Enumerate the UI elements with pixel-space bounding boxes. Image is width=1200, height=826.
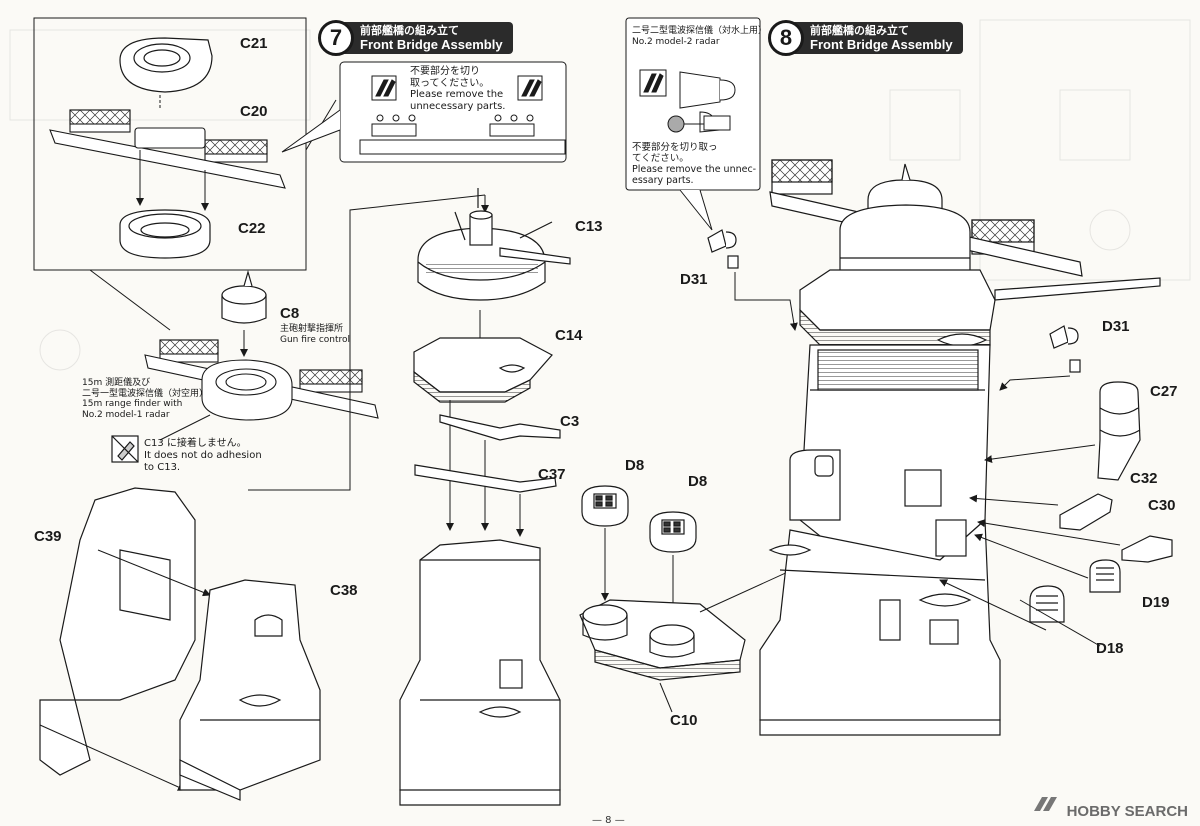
part-d8b-drawing xyxy=(649,511,697,553)
assembly-guide-line xyxy=(248,194,486,491)
step7-title-jp: 前部艦橋の組み立て xyxy=(360,24,459,37)
part-label-c8: C8 xyxy=(280,305,300,322)
part-label-c30: C30 xyxy=(1148,497,1176,514)
part-label-c13: C13 xyxy=(575,218,603,235)
watermark: HOBBY SEARCH xyxy=(1067,803,1188,820)
part-c39-drawing xyxy=(39,487,196,776)
part-c38-drawing xyxy=(179,579,321,801)
part-c3-drawing xyxy=(439,414,561,441)
step7-title-en: Front Bridge Assembly xyxy=(360,37,503,52)
part-c20-drawing xyxy=(49,109,286,189)
center-tower-drawing xyxy=(399,539,561,806)
note-radar-2: 二号二型電波探信儀（対水上用） No.2 model-2 radar xyxy=(632,26,768,47)
note-no-adhesion: C13 に接着しません。 It does not do adhesion to … xyxy=(144,438,262,473)
part-c8-drawing xyxy=(221,269,267,324)
watermark-text: HOBBY SEARCH xyxy=(1066,803,1188,820)
step8-title: 8 前部艦橋の組み立て Front Bridge Assembly xyxy=(768,20,963,56)
part-d8a-drawing xyxy=(581,485,629,527)
cutter-icon-2 xyxy=(639,69,667,97)
part-label-c20: C20 xyxy=(240,103,268,120)
step7-number: 7 xyxy=(318,20,354,56)
note-remove-parts-1: 不要部分を切り 取ってください。 Please remove the unnec… xyxy=(410,66,506,112)
note-gun-fire-control: 主砲射撃指揮所 Gun fire control xyxy=(280,324,351,345)
rangefinder-assembly-drawing xyxy=(144,339,379,421)
step8-title-jp: 前部艦橋の組み立て xyxy=(810,24,909,37)
part-c14-drawing xyxy=(413,337,553,403)
note-remove-parts-2: 不要部分を切り取っ てください。 Please remove the unnec… xyxy=(632,142,757,186)
step7-title: 7 前部艦橋の組み立て Front Bridge Assembly xyxy=(318,20,513,56)
page-number: — 8 — xyxy=(592,815,625,826)
main-tower-drawing xyxy=(759,159,1161,736)
sprue-detail-drawing xyxy=(359,114,566,155)
part-c21-drawing xyxy=(119,37,213,93)
step8-number: 8 xyxy=(768,20,804,56)
part-label-c39: C39 xyxy=(34,528,62,545)
part-label-d31b: D31 xyxy=(1102,318,1130,335)
part-label-c38: C38 xyxy=(330,582,358,599)
part-label-c14: C14 xyxy=(555,327,583,344)
part-label-c3: C3 xyxy=(560,413,580,430)
part-label-d19: D19 xyxy=(1142,594,1170,611)
part-c37-drawing xyxy=(414,464,557,493)
part-label-c22: C22 xyxy=(238,220,266,237)
part-c22-drawing xyxy=(119,209,211,259)
part-label-c10: C10 xyxy=(670,712,698,729)
part-label-c32: C32 xyxy=(1130,470,1158,487)
step8-title-en: Front Bridge Assembly xyxy=(810,37,953,52)
part-label-d8a: D8 xyxy=(625,457,645,474)
logo-mark-icon xyxy=(1034,797,1057,811)
radar-sprue-drawing xyxy=(667,71,736,133)
part-c30-drawing xyxy=(1121,535,1173,563)
part-d18-drawing xyxy=(1029,585,1065,623)
part-c10-drawing xyxy=(579,599,746,681)
note-rangefinder: 15m 測距儀及び 二号一型電波探信儀（対空用） 15m range finde… xyxy=(82,378,209,420)
part-label-d31a: D31 xyxy=(680,271,708,288)
part-label-d18: D18 xyxy=(1096,640,1124,657)
no-glue-icon xyxy=(111,435,139,463)
part-label-c27: C27 xyxy=(1150,383,1178,400)
part-d19-drawing xyxy=(1089,559,1121,593)
part-label-d8b: D8 xyxy=(688,473,708,490)
cutter-icon xyxy=(371,75,543,101)
part-d31a-drawing xyxy=(707,229,739,269)
part-c13-drawing xyxy=(417,188,571,301)
part-label-c21: C21 xyxy=(240,35,268,52)
part-label-c37: C37 xyxy=(538,466,566,483)
part-d31b-drawing xyxy=(1049,325,1081,373)
part-c32-drawing xyxy=(1059,493,1113,531)
part-c27-drawing xyxy=(1097,381,1141,481)
